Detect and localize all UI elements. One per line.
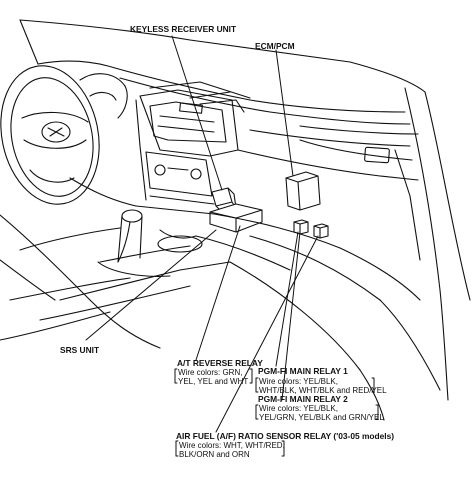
bracket-pgm2-right — [375, 404, 379, 420]
leader-lines — [85, 35, 319, 433]
a-pillar — [404, 87, 449, 401]
lower-dash — [69, 129, 421, 261]
bracket-at-right — [249, 368, 253, 384]
floor-lines — [0, 214, 385, 421]
leader-ecm — [275, 49, 294, 177]
leader-srs — [85, 229, 217, 341]
af-ratio-sensor-relay-line1: Wire colors: WHT, WHT/RED, — [179, 441, 285, 450]
bracket-af-left — [175, 440, 179, 457]
at-reverse-relay-title: A/T REVERSE RELAY — [177, 358, 263, 368]
relay-1-box — [293, 219, 309, 235]
bracket-pgm2-left — [255, 404, 259, 420]
center-stack — [135, 89, 239, 205]
srs-unit-box — [209, 203, 263, 233]
pgm-fi-main-relay-1-line1: Wire colors: YEL/BLK, — [259, 377, 338, 386]
relay-2-box — [313, 223, 329, 239]
center-console — [0, 209, 231, 341]
dashboard-top — [107, 65, 411, 125]
label-brackets — [174, 368, 379, 457]
srs-unit-label: SRS UNIT — [60, 345, 100, 355]
steering-wheel — [0, 65, 100, 205]
bracket-at-left — [174, 368, 178, 384]
pgm-fi-main-relay-2-line1: Wire colors: YEL/BLK, — [259, 404, 338, 413]
passenger-dash — [249, 125, 441, 391]
ecm-pcm-label: ECM/PCM — [255, 41, 295, 51]
pgm-fi-main-relay-2-title: PGM-FI MAIN RELAY 2 — [258, 394, 348, 404]
pgm-fi-main-relay-1-line2: WHT/BLK, WHT/BLK and RED/YEL — [259, 386, 387, 395]
windshield-outline — [19, 19, 471, 301]
leader-at-relay — [195, 225, 241, 361]
at-reverse-relay-line1: Wire colors: GRN, — [178, 368, 243, 377]
at-reverse-relay-line2: YEL, YEL and WHT — [178, 377, 249, 386]
pgm-fi-main-relay-2-line2: YEL/GRN, YEL/BLK and GRN/YEL — [259, 413, 384, 422]
af-ratio-sensor-relay-title: AIR FUEL (A/F) RATIO SENSOR RELAY ('03-0… — [176, 431, 395, 441]
bracket-af-right — [281, 440, 285, 457]
keyless-receiver-label: KEYLESS RECEIVER UNIT — [130, 24, 237, 34]
bracket-pgm1-left — [255, 377, 259, 393]
leader-pgm1 — [275, 231, 299, 367]
leader-af-relay — [215, 235, 319, 433]
instrument-hood — [79, 73, 128, 119]
leader-pgm2 — [281, 231, 301, 401]
af-ratio-sensor-relay-line2: BLK/ORN and ORN — [179, 450, 250, 459]
bracket-pgm1-right — [371, 377, 375, 393]
pgm-fi-main-relay-1-title: PGM-FI MAIN RELAY 1 — [258, 366, 348, 376]
ecm-pcm-box — [285, 171, 321, 211]
leader-keyless — [171, 35, 223, 191]
